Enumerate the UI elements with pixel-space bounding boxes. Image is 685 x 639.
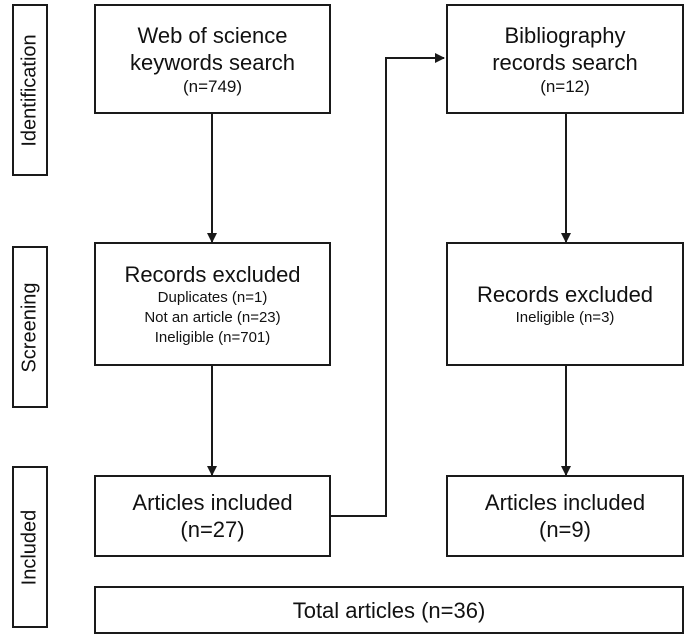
left-search-line1: Web of science (137, 22, 288, 48)
bibliography-search-box: Bibliography records search (n=12) (446, 4, 684, 114)
total-articles-box: Total articles (n=36) (94, 586, 684, 634)
records-excluded-left-box: Records excluded Duplicates (n=1) Not an… (94, 242, 331, 366)
left-included-title: Articles included (132, 490, 293, 515)
left-search-line2: keywords search (129, 49, 296, 75)
articles-included-right-box: Articles included (n=9) (446, 475, 684, 557)
left-excluded-item: Ineligible (n=701) (154, 328, 271, 346)
total-articles-label: Total articles (n=36) (292, 597, 486, 623)
articles-included-left-box: Articles included (n=27) (94, 475, 331, 557)
right-excluded-title: Records excluded (476, 281, 654, 307)
left-excluded-title: Records excluded (124, 261, 301, 287)
arrow-included-left-to-bibliography (331, 53, 445, 517)
left-search-count: (n=749) (182, 76, 243, 96)
stage-screening-label: Screening (18, 281, 41, 373)
stage-included: Included (12, 466, 48, 628)
left-excluded-item: Duplicates (n=1) (157, 288, 268, 306)
stage-screening: Screening (12, 246, 48, 408)
right-included-count: (n=9) (539, 517, 591, 542)
records-excluded-right-box: Records excluded Ineligible (n=3) (446, 242, 684, 366)
right-included-title: Articles included (484, 490, 646, 515)
stage-included-label: Included (18, 509, 41, 585)
stage-identification: Identification (12, 4, 48, 176)
left-included-count: (n=27) (180, 517, 245, 542)
stage-identification-label: Identification (18, 33, 41, 147)
web-of-science-search-box: Web of science keywords search (n=749) (94, 4, 331, 114)
right-search-line1: Bibliography (504, 22, 626, 48)
right-search-line2: records search (492, 49, 638, 75)
right-excluded-item: Ineligible (n=3) (515, 308, 615, 326)
right-search-count: (n=12) (540, 76, 590, 96)
left-excluded-item: Not an article (n=23) (144, 308, 281, 326)
